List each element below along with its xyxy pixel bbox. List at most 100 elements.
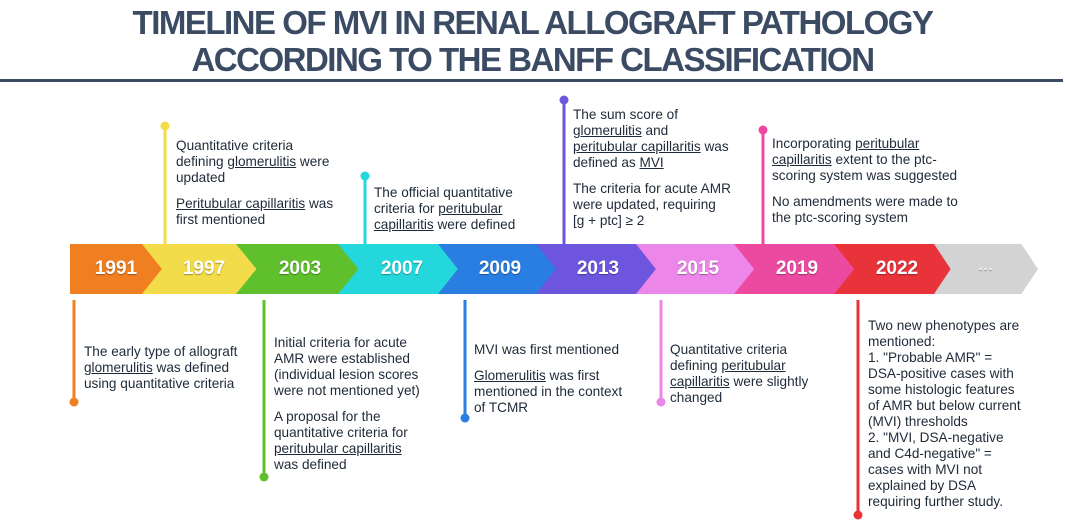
event-line: Initial criteria for acute	[274, 335, 454, 351]
underlined-term: peritubular	[438, 201, 503, 216]
event-text: changed	[670, 390, 723, 405]
event-line: capillaritis extent to the ptc-	[772, 152, 972, 168]
event-text: was first	[545, 368, 600, 383]
event-text: updated	[176, 170, 226, 185]
underlined-term: capillaritis	[772, 152, 832, 167]
event-line: Peritubular capillaritis was	[176, 196, 356, 212]
underlined-term: Glomerulitis	[474, 368, 546, 383]
dot-y2022	[853, 510, 863, 520]
event-text: Quantitative criteria	[176, 138, 294, 153]
event-line: Incorporating peritubular	[772, 136, 972, 152]
event-line: capillaritis were defined	[374, 217, 554, 233]
underlined-term: glomerulitis	[84, 360, 153, 375]
dot-y1991	[69, 397, 79, 407]
event-line: capillaritis were slightly	[670, 374, 850, 390]
event-text: the ptc-scoring system	[772, 210, 908, 225]
event-text: requiring further study.	[868, 494, 1003, 509]
event-line: defining peritubular	[670, 358, 850, 374]
event-line: peritubular capillaritis	[274, 441, 454, 457]
event-line: was defined	[274, 457, 454, 473]
event-text: The official quantitative	[374, 185, 513, 200]
event-text: was	[305, 196, 334, 211]
event-line: mentioned:	[868, 334, 1058, 350]
event-text: some histologic features	[868, 382, 1015, 397]
event-text: Initial criteria for acute	[274, 335, 407, 350]
event-text: of TCMR	[474, 400, 529, 415]
event-text: were updated, requiring	[573, 197, 716, 212]
event-line: defined as MVI	[573, 155, 763, 171]
underlined-term: peritubular	[721, 358, 786, 373]
event-line: A proposal for the	[274, 409, 454, 425]
event-line: (MVI) thresholds	[868, 414, 1058, 430]
event-line: and C4d-negative" =	[868, 446, 1058, 462]
event-text: defining	[176, 154, 228, 169]
event-text: MVI was first mentioned	[474, 342, 620, 357]
underlined-term: peritubular capillaritis	[573, 139, 701, 154]
event-line: The criteria for acute AMR	[573, 181, 763, 197]
event-text: (individual lesion scores	[274, 367, 419, 382]
event-line: The official quantitative	[374, 185, 554, 201]
event-line: Two new phenotypes are	[868, 318, 1058, 334]
event-line: changed	[670, 390, 850, 406]
event-text: [g + ptc] ≥ 2	[573, 213, 645, 228]
event-line: updated	[176, 170, 356, 186]
underlined-term: Peritubular capillaritis	[176, 196, 306, 211]
event-line: were not mentioned yet)	[274, 383, 454, 399]
event-line: Quantitative criteria	[670, 342, 850, 358]
event-line: of AMR but below current	[868, 398, 1058, 414]
dot-y2015	[656, 397, 666, 407]
event-line: were updated, requiring	[573, 197, 763, 213]
event-text: A proposal for the	[274, 409, 381, 424]
event-line: The sum score of	[573, 107, 763, 123]
event-line: AMR were established	[274, 351, 454, 367]
event-line: MVI was first mentioned	[474, 342, 654, 358]
underlined-term: peritubular	[855, 136, 920, 151]
dot-y2003	[259, 472, 269, 482]
dot-y2007	[360, 171, 370, 181]
event-line: glomerulitis and	[573, 123, 763, 139]
event-text: was	[700, 139, 729, 154]
event-line: Quantitative criteria	[176, 138, 356, 154]
event-text: were not mentioned yet)	[274, 383, 420, 398]
title-line-1: TIMELINE OF MVI IN RENAL ALLOGRAFT PATHO…	[132, 4, 934, 41]
event-text: defined as	[573, 155, 640, 170]
event-text: mentioned:	[868, 334, 936, 349]
event-text: using quantitative criteria	[84, 376, 235, 391]
event-line: of TCMR	[474, 400, 654, 416]
underlined-term: capillaritis	[374, 217, 434, 232]
event-text: were	[296, 154, 330, 169]
event-text: Incorporating	[772, 136, 856, 151]
dot-y2013	[559, 95, 569, 105]
event-text: of AMR but below current	[868, 398, 1021, 413]
event-text: were defined	[433, 217, 516, 232]
event-paragraph: MVI was first mentioned	[474, 342, 654, 358]
event-text: extent to the ptc-	[831, 152, 937, 167]
event-line: The early type of allograft	[84, 344, 259, 360]
event-line: scoring system was suggested	[772, 168, 972, 184]
event-line: Glomerulitis was first	[474, 368, 654, 384]
dot-y1997	[160, 121, 170, 131]
event-text: quantitative criteria for	[274, 425, 408, 440]
underlined-term: MVI	[639, 155, 664, 170]
event-text: scoring system was suggested	[772, 168, 958, 183]
dot-y2019	[758, 125, 768, 135]
event-line: No amendments were made to	[772, 194, 972, 210]
event-text: The early type of allograft	[84, 344, 238, 359]
event-line: 2. "MVI, DSA-negative	[868, 430, 1058, 446]
event-line: mentioned in the context	[474, 384, 654, 400]
event-text: defining	[670, 358, 722, 373]
underlined-term: glomerulitis	[227, 154, 297, 169]
event-text: Two new phenotypes are	[868, 318, 1020, 333]
title-divider	[0, 79, 1063, 82]
event-line: [g + ptc] ≥ 2	[573, 213, 763, 229]
